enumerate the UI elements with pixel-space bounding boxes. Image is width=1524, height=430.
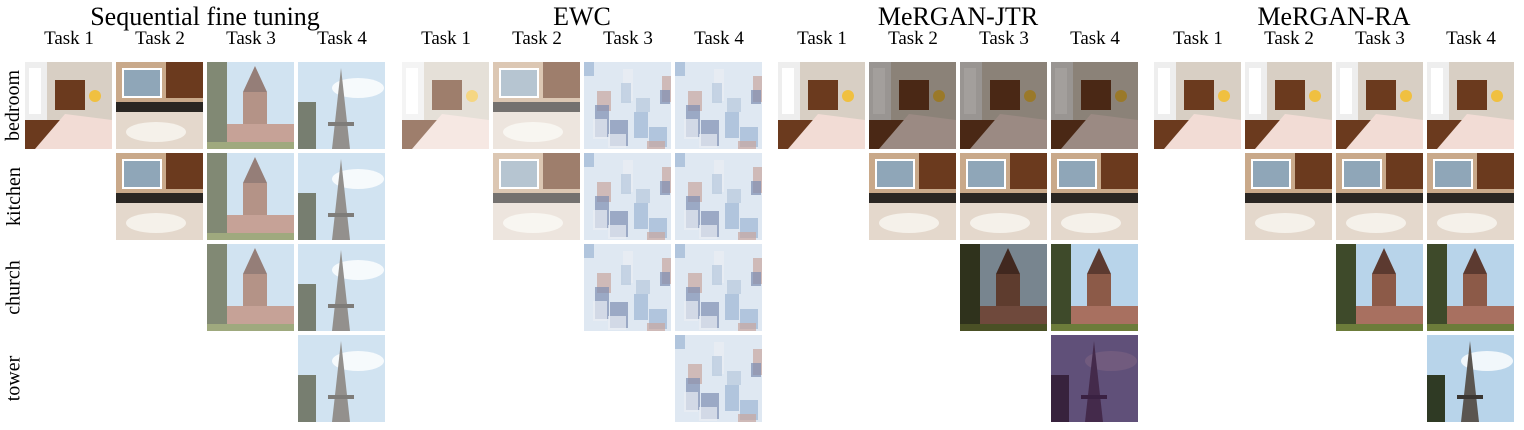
sample-image-bedroom-task-4: [1427, 62, 1514, 149]
sample-image-bedroom-task-4: [1051, 62, 1138, 149]
sample-image-kitchen-task-2: [1245, 153, 1332, 240]
row-label-text: kitchen: [2, 167, 25, 226]
sample-image-kitchen-task-4: [675, 153, 762, 240]
sample-image-bedroom-task-4: [675, 62, 762, 149]
sample-image-bedroom-task-3: [207, 62, 294, 149]
row-label-tower: tower: [0, 335, 28, 422]
task-label: Task 3: [603, 28, 653, 49]
task-label: Task 2: [135, 28, 185, 49]
sample-image-tower-task-4: [675, 335, 762, 422]
sample-image-bedroom-task-2: [869, 62, 956, 149]
sample-image-bedroom-task-1: [25, 62, 112, 149]
sample-image-bedroom-task-1: [402, 62, 489, 149]
sample-image-kitchen-task-4: [1427, 153, 1514, 240]
task-label: Task 2: [512, 28, 562, 49]
task-label: Task 2: [1264, 28, 1314, 49]
row-label-text: bedroom: [2, 69, 25, 142]
task-label: Task 2: [888, 28, 938, 49]
panel-title: MeRGAN-JTR: [877, 2, 1039, 31]
sample-image-bedroom-task-3: [960, 62, 1047, 149]
task-label: Task 1: [44, 28, 94, 49]
sample-image-bedroom-task-3: [584, 62, 671, 149]
task-label: Task 1: [797, 28, 847, 49]
sample-image-bedroom-task-4: [298, 62, 385, 149]
sample-image-kitchen-task-2: [493, 153, 580, 240]
sample-image-tower-task-4: [1427, 335, 1514, 422]
task-label: Task 4: [1446, 28, 1496, 49]
row-label-text: tower: [2, 355, 25, 402]
sample-image-church-task-3: [1336, 244, 1423, 331]
sample-image-bedroom-task-2: [493, 62, 580, 149]
sample-image-kitchen-task-2: [116, 153, 203, 240]
task-label: Task 3: [979, 28, 1029, 49]
sample-image-kitchen-task-3: [1336, 153, 1423, 240]
sample-image-church-task-4: [1427, 244, 1514, 331]
panel-title: MeRGAN-RA: [1257, 2, 1411, 31]
task-label: Task 1: [1173, 28, 1223, 49]
sample-image-church-task-3: [207, 244, 294, 331]
sample-image-church-task-3: [960, 244, 1047, 331]
sample-image-church-task-4: [675, 244, 762, 331]
sample-image-bedroom-task-2: [1245, 62, 1332, 149]
task-label: Task 4: [694, 28, 744, 49]
sample-image-kitchen-task-2: [869, 153, 956, 240]
sample-image-kitchen-task-3: [207, 153, 294, 240]
row-label-church: church: [0, 244, 28, 331]
sample-image-kitchen-task-3: [584, 153, 671, 240]
task-label: Task 1: [421, 28, 471, 49]
row-label-text: church: [2, 260, 25, 315]
sample-image-tower-task-4: [1051, 335, 1138, 422]
panel-title: Sequential fine tuning: [90, 2, 320, 31]
row-label-bedroom: bedroom: [0, 62, 28, 149]
sample-image-bedroom-task-2: [116, 62, 203, 149]
task-label: Task 3: [1355, 28, 1405, 49]
task-label: Task 4: [1070, 28, 1120, 49]
sample-image-bedroom-task-1: [1154, 62, 1241, 149]
sample-image-church-task-4: [298, 244, 385, 331]
sample-image-church-task-4: [1051, 244, 1138, 331]
panel-title: EWC: [553, 2, 611, 31]
sample-image-bedroom-task-1: [778, 62, 865, 149]
sample-image-kitchen-task-4: [298, 153, 385, 240]
sample-image-bedroom-task-3: [1336, 62, 1423, 149]
task-label: Task 4: [317, 28, 367, 49]
sample-image-kitchen-task-4: [1051, 153, 1138, 240]
sample-image-church-task-3: [584, 244, 671, 331]
row-label-kitchen: kitchen: [0, 153, 28, 240]
sample-image-tower-task-4: [298, 335, 385, 422]
sample-image-kitchen-task-3: [960, 153, 1047, 240]
task-label: Task 3: [226, 28, 276, 49]
